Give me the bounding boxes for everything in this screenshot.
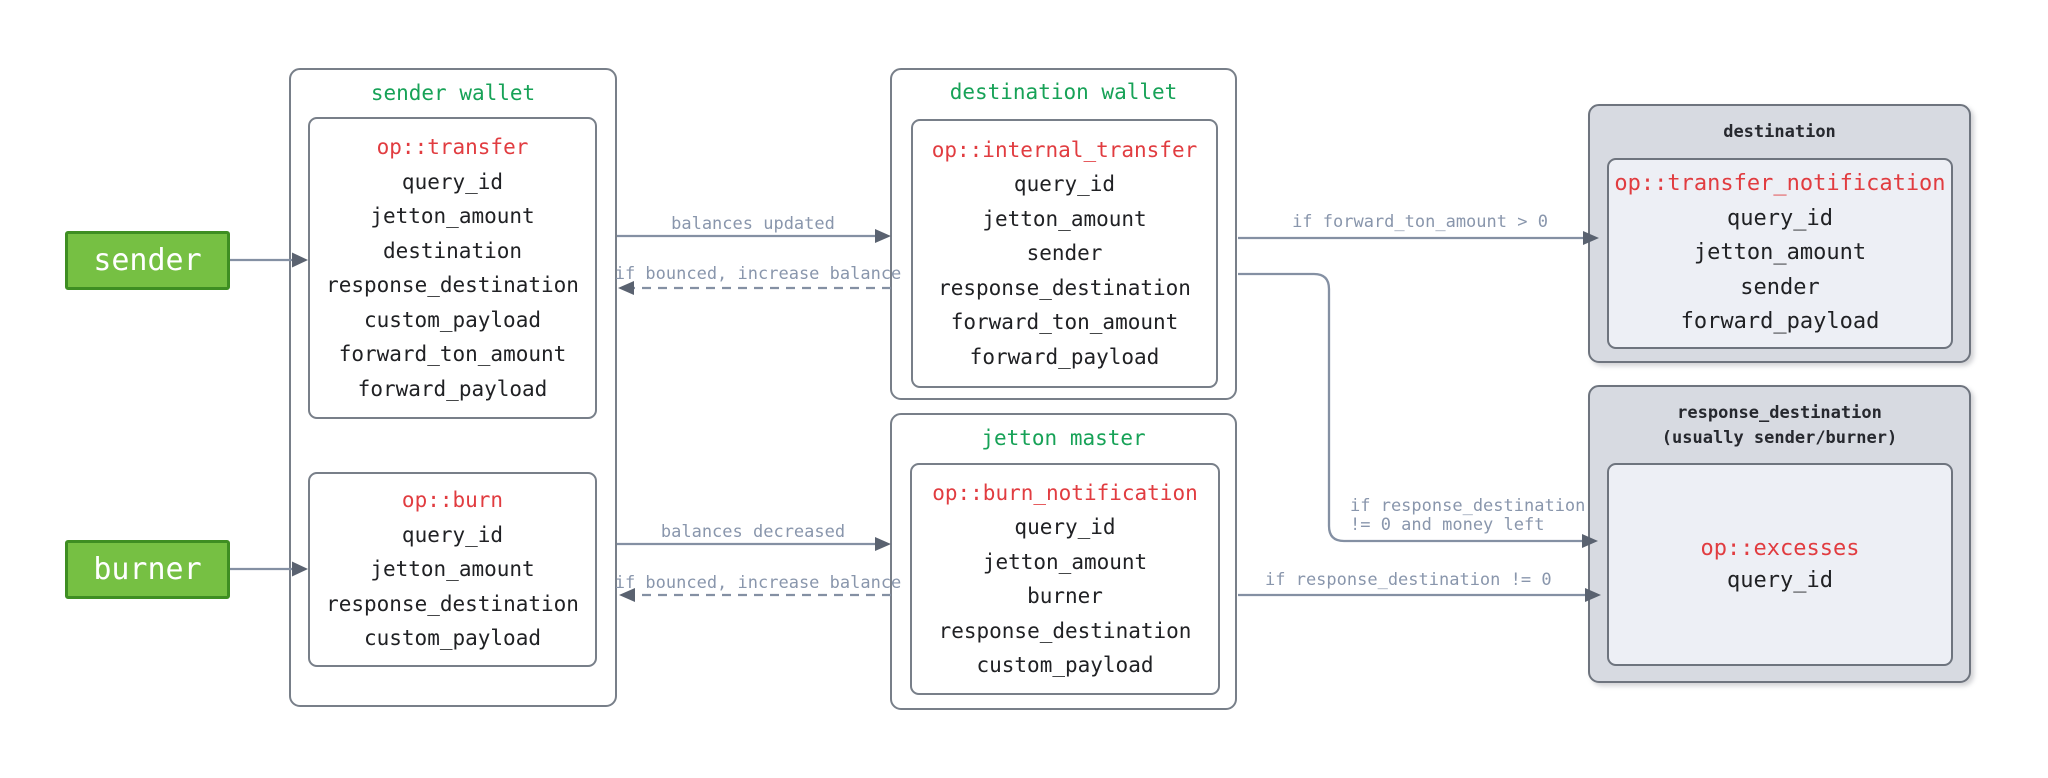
field: forward_payload xyxy=(357,376,548,401)
field: destination xyxy=(382,238,523,263)
field: sender xyxy=(1026,241,1103,266)
op-excesses-label: op::excesses xyxy=(1700,535,1860,561)
field: jetton_amount xyxy=(1693,240,1867,266)
field: response_destination xyxy=(938,618,1192,643)
edge-label-if-bounced-top: if bounced, increase balance xyxy=(614,264,902,284)
field: custom_payload xyxy=(363,307,541,332)
field: jetton_amount xyxy=(370,204,535,228)
destination-panel-title: destination xyxy=(1723,122,1836,142)
op-excesses-box: op::excesses query_id xyxy=(1607,463,1953,666)
actor-sender: sender xyxy=(65,231,230,290)
field: response_destination xyxy=(326,591,579,616)
edge-label-if-response-money-line2: != 0 and money left xyxy=(1350,515,1545,535)
response-destination-panel-title-line2: (usually sender/burner) xyxy=(1661,428,1898,448)
field: query_id xyxy=(1727,567,1833,593)
edge-label-balances-updated: balances updated xyxy=(671,214,835,234)
field: query_id xyxy=(1014,515,1116,539)
edge-balances-updated-arrowhead-icon xyxy=(875,229,891,243)
field: forward_ton_amount xyxy=(338,342,567,366)
edge-label-if-response: if response_destination != 0 xyxy=(1265,570,1552,590)
edge-balances-decreased-arrowhead-icon xyxy=(875,537,891,551)
op-burn-box: op::burn query_id jetton_amount response… xyxy=(308,472,597,667)
field: sender xyxy=(1740,274,1820,300)
destination-panel: destination op::transfer_notification qu… xyxy=(1588,104,1971,363)
field: query_id xyxy=(1013,172,1116,197)
field: burner xyxy=(1027,584,1103,608)
op-transfer-notification-box: op::transfer_notification query_id jetto… xyxy=(1607,158,1953,349)
jetton-master-title: jetton master xyxy=(981,426,1146,450)
field: forward_ton_amount xyxy=(950,310,1179,335)
field: jetton_amount xyxy=(370,557,535,582)
op-burn-label: op::burn xyxy=(401,488,504,513)
field: query_id xyxy=(401,169,504,194)
field: jetton_amount xyxy=(982,206,1147,231)
destination-wallet-title: destination wallet xyxy=(949,80,1178,104)
field: custom_payload xyxy=(363,626,541,651)
op-burn-notification-box: op::burn_notification query_id jetton_am… xyxy=(910,463,1220,695)
field: query_id xyxy=(1727,205,1833,231)
response-destination-panel-title: response_destination (usually sender/bur… xyxy=(1590,401,1969,451)
edge-label-if-response-money: if response_destination != 0 and money l… xyxy=(1350,497,1585,535)
field: response_destination xyxy=(326,273,579,297)
op-transfer-label: op::transfer xyxy=(376,135,529,159)
response-destination-panel: response_destination (usually sender/bur… xyxy=(1588,385,1971,683)
field: jetton_amount xyxy=(982,549,1148,574)
op-transfer-notification-label: op::transfer_notification xyxy=(1614,171,1946,197)
op-internal-transfer-box: op::internal_transfer query_id jetton_am… xyxy=(911,119,1218,388)
field: query_id xyxy=(401,522,504,547)
edge-label-if-response-money-line1: if response_destination xyxy=(1350,496,1586,516)
op-transfer-box: op::transfer query_id jetton_amount dest… xyxy=(308,117,597,419)
edge-label-balances-decreased: balances decreased xyxy=(660,522,846,542)
field: response_destination xyxy=(938,275,1191,300)
actor-sender-label: sender xyxy=(93,243,202,278)
actor-burner: burner xyxy=(65,540,230,599)
field: forward_payload xyxy=(969,344,1160,369)
sender-wallet-title: sender wallet xyxy=(370,81,536,105)
edge-label-if-forward: if forward_ton_amount > 0 xyxy=(1292,212,1548,232)
field: custom_payload xyxy=(976,653,1154,677)
edge-label-if-bounced-bottom: if bounced, increase balance xyxy=(614,573,902,593)
actor-burner-label: burner xyxy=(93,552,202,587)
response-destination-panel-title-line1: response_destination xyxy=(1677,403,1882,423)
op-burn-notification-label: op::burn_notification xyxy=(932,480,1198,505)
field: forward_payload xyxy=(1680,309,1880,335)
op-internal-transfer-label: op::internal_transfer xyxy=(931,137,1198,162)
